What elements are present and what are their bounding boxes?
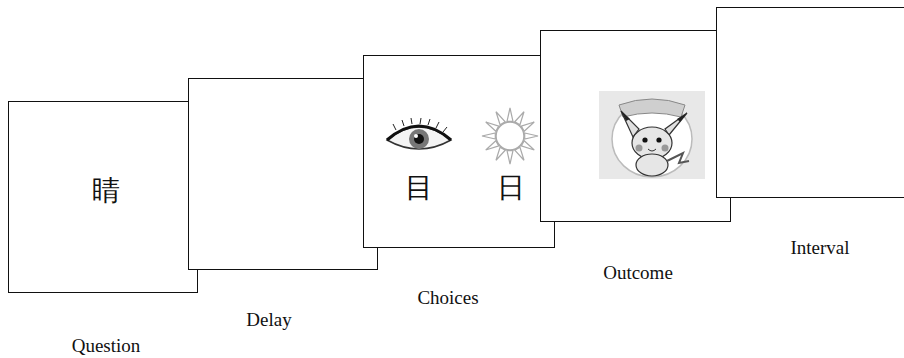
question-frame: 睛Question: [8, 101, 198, 293]
choices-frame: 目日Choices: [363, 55, 555, 248]
choice-character: 目: [405, 173, 433, 204]
sun-ray: [525, 133, 538, 139]
stage-caption: Delay: [246, 310, 291, 331]
sun-picture: [474, 106, 546, 166]
outcome-frame: Outcome: [540, 30, 731, 222]
interval-frame: Interval: [716, 7, 904, 198]
sun-ray: [482, 133, 495, 139]
stage-caption: Question: [72, 336, 141, 357]
sun-ray: [507, 108, 513, 121]
stage-caption: Choices: [417, 288, 478, 309]
reward-picture: [599, 91, 705, 179]
stage-caption: Interval: [790, 238, 849, 259]
delay-frame: Delay: [188, 78, 378, 270]
choice-character: 日: [497, 173, 525, 204]
sun-ray: [507, 151, 513, 164]
question-character: 睛: [92, 176, 120, 207]
stage-caption: Outcome: [603, 263, 673, 284]
eye-picture: [384, 118, 454, 158]
